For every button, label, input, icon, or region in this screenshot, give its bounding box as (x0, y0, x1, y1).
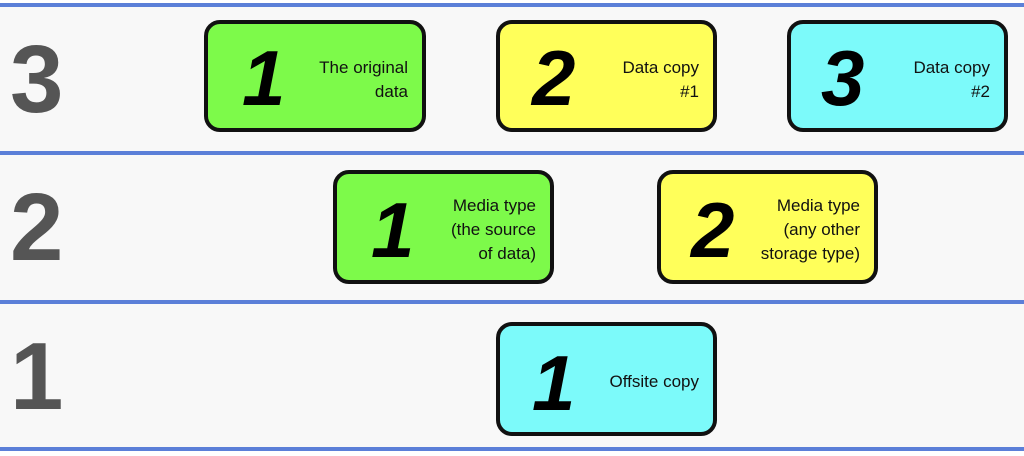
card-media-source: 1 Media type (the source of data) (333, 170, 554, 284)
row-level-2: 2 1 Media type (the source of data) 2 Me… (0, 155, 1024, 300)
card-media-other: 2 Media type (any other storage type) (657, 170, 878, 284)
card-label: Media type (the source of data) (450, 196, 536, 263)
card-label: The original data (319, 58, 408, 101)
card-label: Data copy #1 (622, 58, 699, 101)
card-original-data: 1 The original data (204, 20, 426, 132)
divider-1 (0, 151, 1024, 155)
card-number: 2 (691, 186, 735, 274)
card-data-copy-1: 2 Data copy #1 (496, 20, 717, 132)
level-number-2: 2 (10, 174, 64, 281)
card-offsite-copy: 1 Offsite copy (496, 322, 717, 436)
level-number-3: 3 (10, 26, 64, 133)
card-number: 3 (821, 34, 865, 122)
card-label: Data copy #2 (913, 58, 990, 101)
divider-2 (0, 300, 1024, 304)
divider-bottom (0, 447, 1024, 451)
card-label: Offsite copy (609, 372, 699, 391)
card-label: Media type (any other storage type) (760, 196, 860, 263)
row-level-1: 1 1 Offsite copy (0, 304, 1024, 447)
level-number-1: 1 (10, 323, 64, 430)
card-number: 1 (371, 186, 415, 274)
divider-top (0, 3, 1024, 7)
card-number: 2 (532, 34, 576, 122)
card-number: 1 (242, 34, 286, 122)
row-level-3: 3 1 The original data 2 Data copy #1 3 D… (0, 7, 1024, 151)
card-data-copy-2: 3 Data copy #2 (787, 20, 1008, 132)
card-number: 1 (532, 339, 576, 427)
